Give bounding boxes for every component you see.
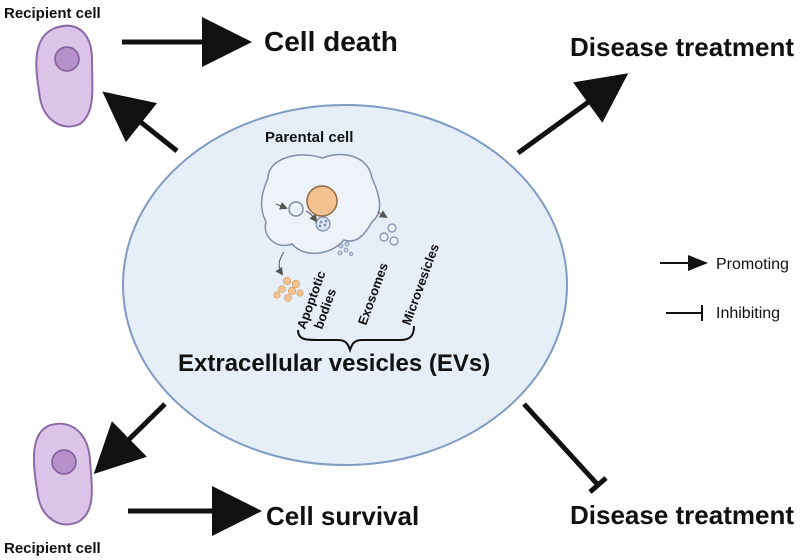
inhibiting-arrow-disease-treatment bbox=[522, 402, 600, 487]
curly-brace bbox=[297, 325, 415, 354]
nucleus-icon bbox=[51, 449, 77, 475]
arrow-to-recipient-bottom bbox=[93, 402, 167, 475]
inhibiting-bar bbox=[588, 476, 608, 494]
recipient-cell-top-label: Recipient cell bbox=[4, 5, 101, 22]
multivesicular-body-icon bbox=[315, 216, 331, 232]
apoptotic-bodies-icon bbox=[273, 276, 304, 302]
exosomes-icon bbox=[337, 241, 354, 257]
recipient-cell-bottom-label: Recipient cell bbox=[4, 540, 101, 557]
recipient-cell-bottom bbox=[33, 422, 93, 526]
parental-cell bbox=[260, 153, 399, 302]
nucleus-icon bbox=[306, 185, 338, 217]
promoting-arrow-disease-treatment bbox=[516, 73, 629, 156]
disease-treatment-top-label: Disease treatment bbox=[570, 32, 794, 62]
cell-survival-label: Cell survival bbox=[266, 501, 419, 531]
endosome-icon bbox=[288, 201, 304, 217]
arrow-to-recipient-top bbox=[102, 91, 179, 153]
microvesicles-icon bbox=[379, 223, 399, 246]
legend: Promoting Inhibiting bbox=[660, 255, 789, 322]
recipient-cell-top bbox=[35, 24, 94, 128]
cell-death-label: Cell death bbox=[264, 26, 398, 57]
ev-ellipse bbox=[122, 104, 568, 466]
legend-promoting-label: Promoting bbox=[716, 256, 789, 273]
parental-cell-label: Parental cell bbox=[265, 129, 353, 146]
disease-treatment-bottom-label: Disease treatment bbox=[570, 500, 794, 530]
evs-title: Extracellular vesicles (EVs) bbox=[178, 350, 490, 377]
legend-inhibiting-label: Inhibiting bbox=[716, 305, 780, 322]
nucleus-icon bbox=[54, 46, 80, 72]
